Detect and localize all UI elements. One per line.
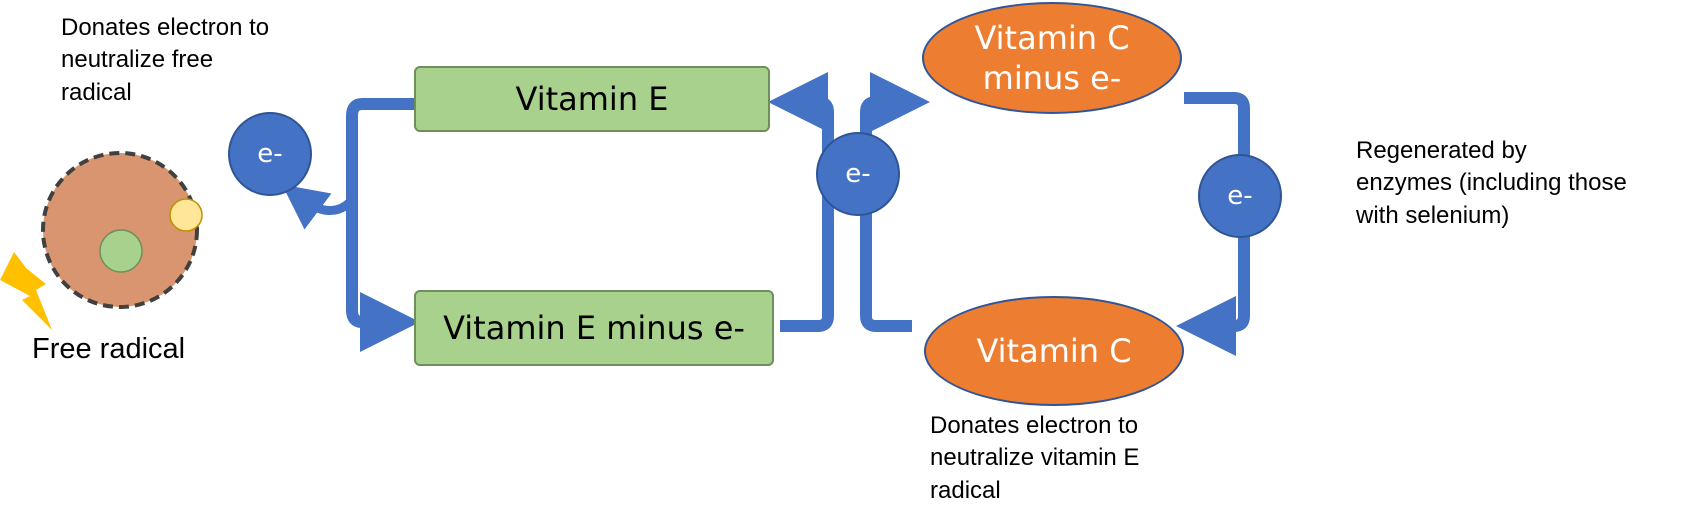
node-vitamin-c: Vitamin C	[924, 296, 1184, 406]
note-donates-to-free-radical: Donates electron to neutralize free radi…	[61, 14, 270, 106]
arrow-electron-release	[281, 184, 356, 230]
arrow-vitamin-e-to-vitamin-e-minus	[346, 98, 420, 352]
electron-left: e-	[228, 112, 312, 196]
lightning-icon	[0, 252, 52, 330]
node-vitamin-e-minus-electron: Vitamin E minus e-	[414, 290, 774, 366]
electron-right: e-	[1198, 154, 1282, 238]
free-radical-atom-icon	[41, 151, 203, 309]
note-donates-to-vitamin-e: Donates electron to neutralize vitamin E…	[930, 412, 1140, 504]
node-vitamin-c-minus-electron: Vitamin C minus e-	[922, 2, 1182, 114]
label-free-radical: Free radical	[32, 333, 186, 365]
note-regenerated-by-enzymes: Regenerated by enzymes (including those …	[1356, 137, 1627, 229]
node-vitamin-e: Vitamin E	[414, 66, 770, 132]
electron-middle: e-	[816, 132, 900, 216]
arrow-vitamin-e-minus-back-to-vitamin-e	[768, 72, 834, 332]
